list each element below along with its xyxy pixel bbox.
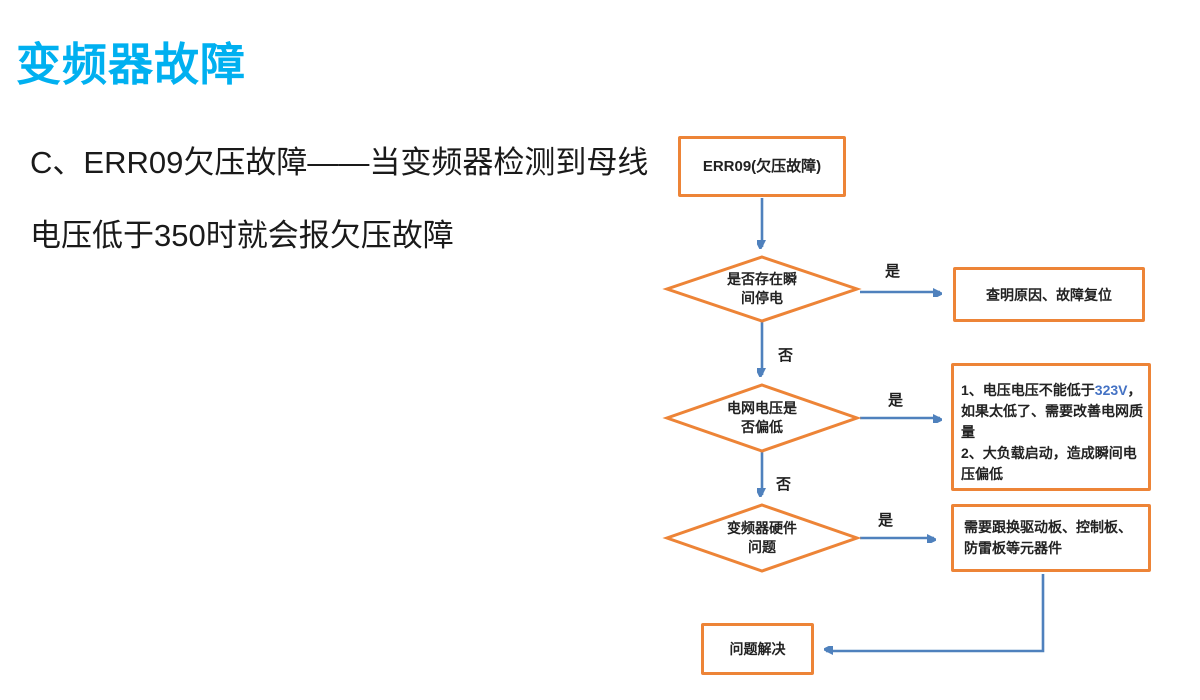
decision1-label: 是否存在瞬 间停电 <box>727 271 797 306</box>
decision2-action-item1-prefix: 1、电压电压不能低于 <box>961 382 1095 398</box>
decision1-action-box: 查明原因、故障复位 <box>953 267 1145 322</box>
arrow-action3-to-end <box>826 574 1045 651</box>
decision2-action-voltage-value: 323V <box>1094 382 1128 398</box>
decision2-label: 电网电压是 否偏低 <box>727 400 797 435</box>
decision3-action-box: 需要跟换驱动板、控制板、 防雷板等元器件 <box>951 504 1151 572</box>
decision1-yes-label: 是 <box>885 263 901 280</box>
flowchart-start-node: ERR09(欠压故障) <box>678 136 846 197</box>
decision2-action-item1-suffix: ，如果太低了、需要改善电网质量 <box>961 382 1143 440</box>
intro-text-line2: 电压低于350时就会报欠压故障 <box>30 218 454 253</box>
decision3-yes-label: 是 <box>878 512 894 529</box>
intro-text-line1: C、ERR09欠压故障——当变频器检测到母线 <box>30 145 649 180</box>
page-title: 变频器故障 <box>16 39 247 90</box>
decision2-no-label: 否 <box>776 476 792 493</box>
decision1-no-label: 否 <box>778 347 794 364</box>
decision2-action-box: 1、电压电压不能低于323V，如果太低了、需要改善电网质量 2、大负载启动，造成… <box>951 363 1151 491</box>
decision3-label: 变频器硬件 问题 <box>727 520 797 555</box>
decision2-yes-label: 是 <box>888 392 904 409</box>
flowchart-end-node: 问题解决 <box>701 623 814 675</box>
decision2-action-item2: 2、大负载启动，造成瞬间电压偏低 <box>961 445 1137 482</box>
